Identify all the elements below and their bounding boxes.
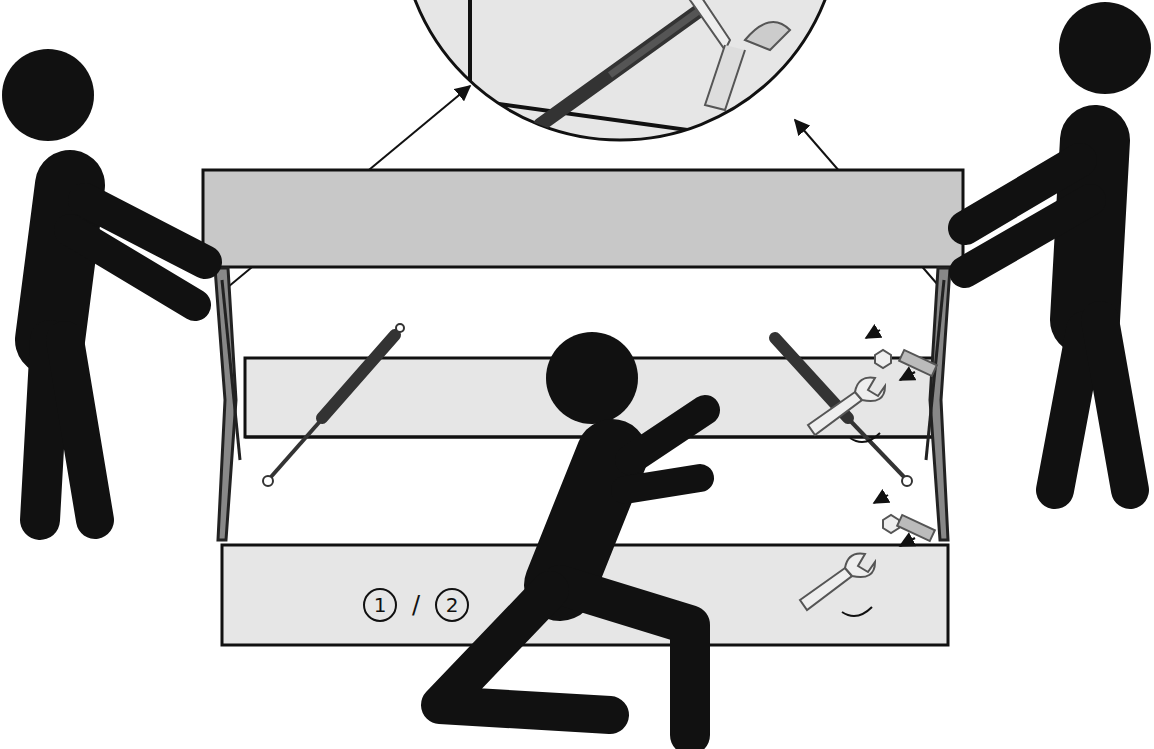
wrench xyxy=(800,350,937,616)
callout-circle: 1 xyxy=(363,588,397,622)
callout-number: 1 xyxy=(374,595,387,615)
lid-panel xyxy=(203,170,963,267)
callout-number: 2 xyxy=(446,595,459,615)
separator-label: / xyxy=(412,593,420,617)
person-silhouette xyxy=(2,2,1151,735)
direction-arrow xyxy=(866,330,915,546)
detail-magnifier xyxy=(400,0,840,140)
callout-circle: 2 xyxy=(435,588,469,622)
